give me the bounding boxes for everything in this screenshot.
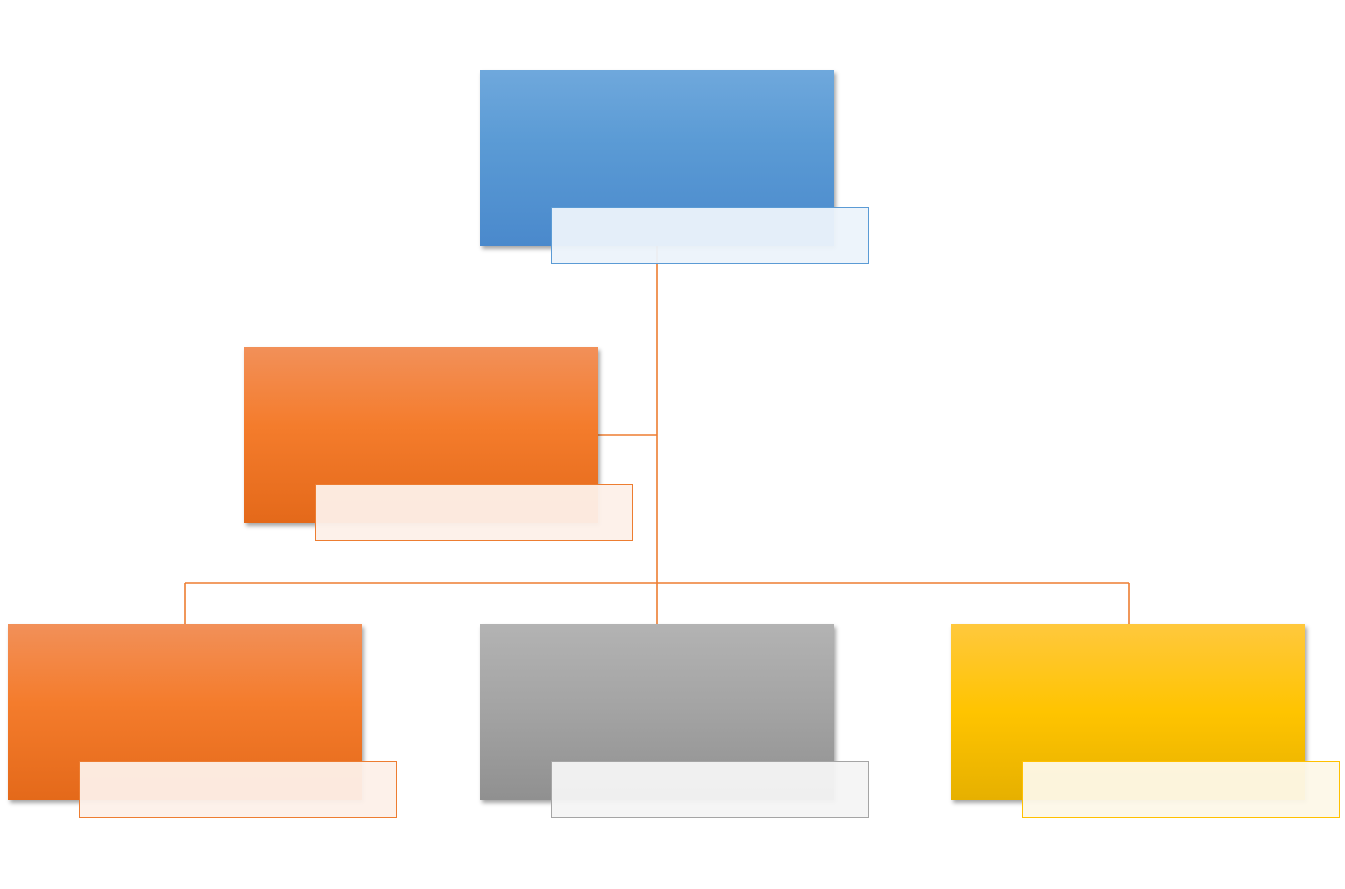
org-node-center-label[interactable]	[551, 761, 869, 818]
org-node-root-label[interactable]	[551, 207, 869, 264]
org-node-left-label[interactable]	[79, 761, 397, 818]
org-node-right-label[interactable]	[1022, 761, 1340, 818]
org-node-assistant-label[interactable]	[315, 484, 633, 541]
